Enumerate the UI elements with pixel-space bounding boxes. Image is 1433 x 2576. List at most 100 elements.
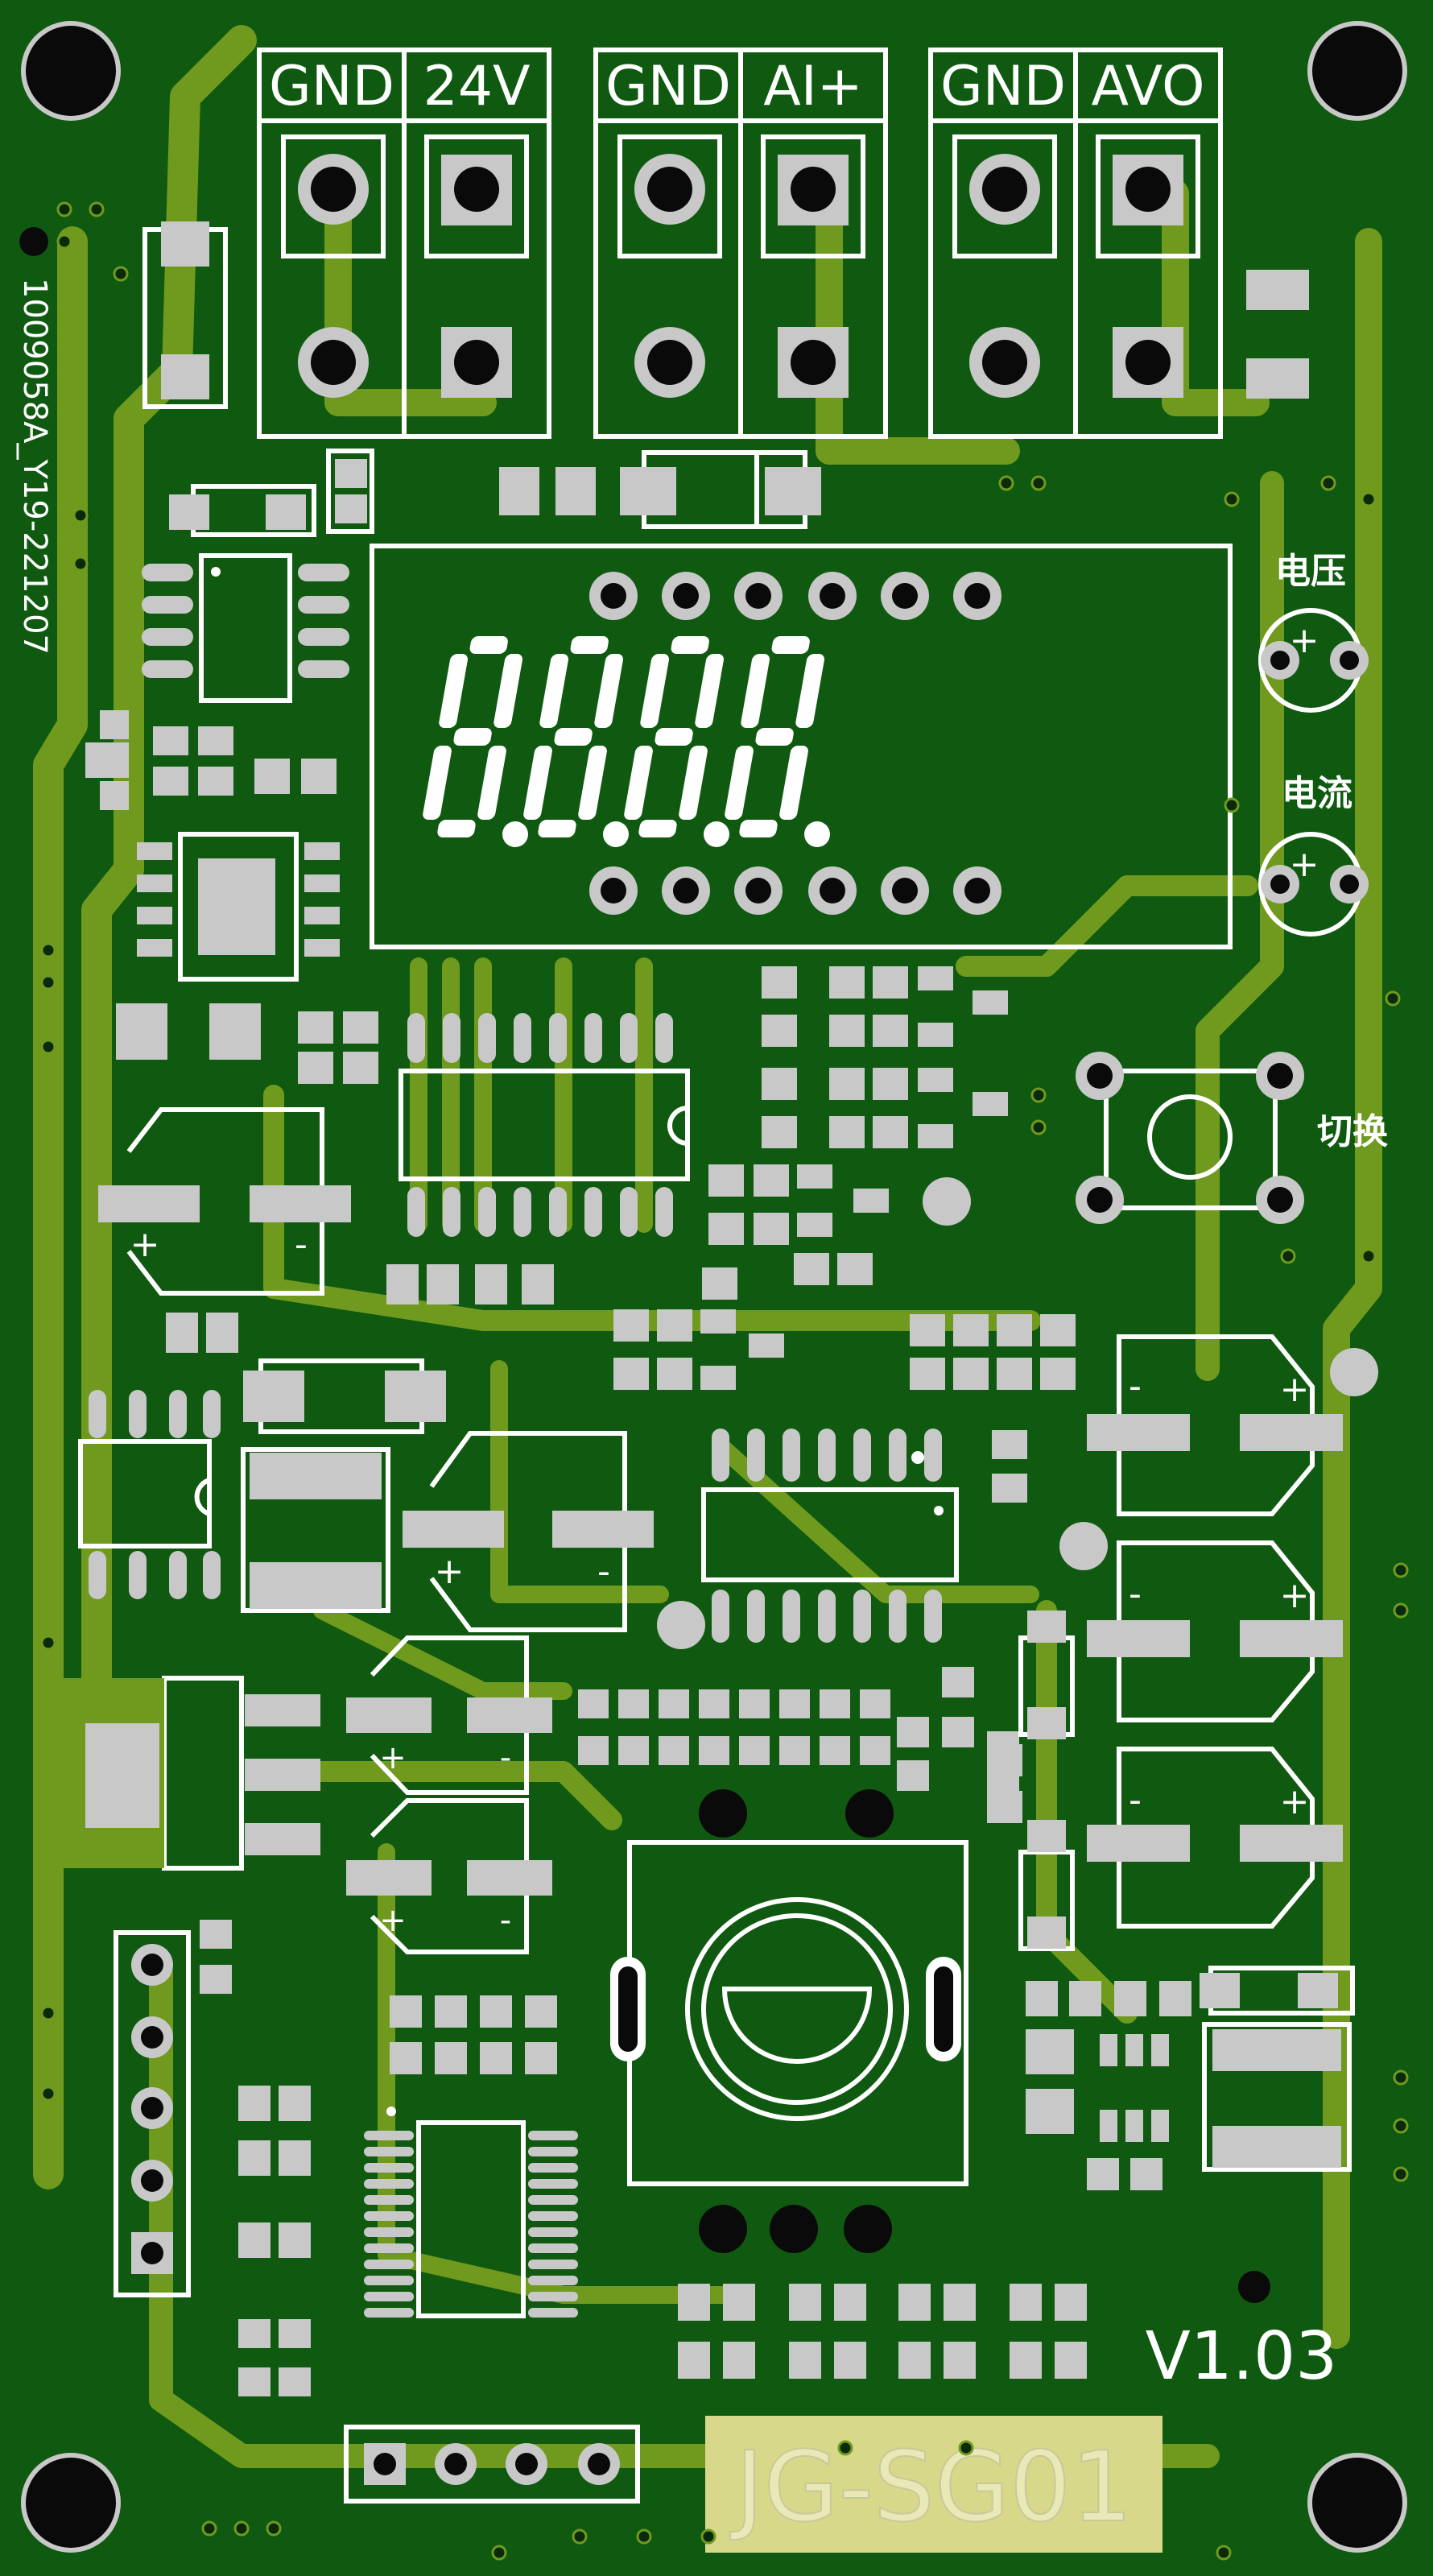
c2-minus: - — [597, 1551, 610, 1592]
ic-pin — [478, 1187, 496, 1237]
digit-segment — [755, 728, 794, 746]
c4-minus: - — [500, 1902, 511, 1939]
via — [40, 942, 56, 958]
via — [1393, 2118, 1409, 2134]
digit-segment — [538, 820, 576, 837]
c7-minus: - — [1129, 1780, 1142, 1821]
ic-pin — [364, 2260, 414, 2269]
ic-pin — [528, 2195, 578, 2205]
via — [1393, 1562, 1409, 1578]
c3-minus: - — [500, 1739, 511, 1776]
resistor-pad — [618, 1689, 649, 1718]
ic-pin — [364, 2147, 414, 2156]
terminal-block-2: GND AI+ — [593, 48, 888, 439]
via — [1216, 2545, 1232, 2561]
c5-plus: + — [1280, 1369, 1310, 1410]
ic-pin — [364, 2308, 414, 2318]
ic-pin — [364, 2131, 414, 2140]
capacitor-c3: + - — [346, 1635, 552, 1795]
digit-segment — [655, 728, 693, 746]
digit-segment — [671, 636, 709, 654]
ic-pin — [364, 2276, 414, 2285]
seven-segment-display — [370, 544, 1233, 949]
terminal-1-right-label: 24V — [423, 55, 530, 118]
via — [1224, 797, 1240, 813]
resistor-pad — [659, 1736, 689, 1765]
model-plate — [705, 2416, 1163, 2553]
ic-pin — [528, 2276, 578, 2285]
ic-pin — [818, 1590, 836, 1643]
ic-pin — [364, 2195, 414, 2205]
display-digits — [423, 636, 830, 847]
ic-pin — [443, 1187, 460, 1237]
via — [40, 2005, 56, 2021]
capacitor-c1: + - — [98, 1107, 351, 1296]
capacitor-c5: - + — [1087, 1334, 1378, 1516]
ic-pin — [620, 1187, 638, 1237]
via — [837, 2440, 853, 2456]
digit-segment — [477, 746, 506, 820]
digit-segment — [679, 746, 708, 820]
ic-pin — [712, 1590, 729, 1643]
capacitor-c6: - + — [1059, 1522, 1343, 1722]
via — [572, 2528, 588, 2545]
via — [1361, 491, 1377, 507]
resistor-pad — [860, 1736, 890, 1765]
ic-pin — [528, 2243, 578, 2253]
mcu-ic — [238, 1995, 578, 2396]
ic-pin — [549, 1013, 567, 1063]
ic-pin — [620, 1013, 638, 1063]
vias — [40, 201, 1409, 2561]
ic-pin — [528, 2292, 578, 2301]
terminal-1-left-label: GND — [269, 55, 394, 118]
ic-pin — [853, 1590, 871, 1643]
ic-pin — [924, 1590, 942, 1643]
resistor-pad — [699, 1736, 729, 1765]
digit-decimal-point — [704, 821, 729, 847]
resistor-pad — [618, 1736, 649, 1765]
center-sop-ic — [657, 1429, 1027, 1649]
ic-pin — [853, 1429, 871, 1482]
via — [1030, 475, 1047, 491]
digit-segment — [624, 746, 653, 820]
via — [201, 2520, 217, 2537]
mounting-holes — [19, 21, 1407, 2553]
part-number: 1009058A_Y19-221207 — [16, 278, 53, 655]
via — [1320, 475, 1336, 491]
via — [1224, 491, 1240, 507]
via — [1361, 1248, 1377, 1264]
digit-segment — [493, 654, 522, 728]
via — [1393, 2069, 1409, 2086]
digit-segment — [570, 636, 609, 654]
via — [1385, 990, 1401, 1007]
ic-pin — [364, 2227, 414, 2237]
digit-decimal-point — [804, 821, 830, 847]
terminal-3-left-label: GND — [940, 55, 1066, 118]
c5-minus: - — [1129, 1366, 1142, 1407]
smd-components-top — [142, 221, 1309, 537]
ic-pin — [528, 2179, 578, 2189]
c3-plus: + — [379, 1739, 407, 1776]
resistor-pad — [779, 1736, 810, 1765]
digit-segment — [594, 654, 623, 728]
ic-pin — [889, 1590, 906, 1643]
via — [113, 266, 129, 282]
terminal-2-left-label: GND — [605, 55, 731, 118]
digit-segment — [771, 636, 810, 654]
terminal-block-1: GND 24V — [257, 48, 551, 439]
via — [1393, 2166, 1409, 2182]
via — [491, 2545, 507, 2561]
rotary-encoder[interactable] — [610, 1789, 968, 2253]
c2-plus: + — [435, 1551, 465, 1592]
c6-plus: + — [1280, 1575, 1310, 1616]
ic-pin — [747, 1590, 765, 1643]
resistor-pad — [820, 1689, 850, 1718]
current-led: 电流 + — [1258, 773, 1369, 937]
digit-segment — [523, 746, 552, 820]
ic-pin — [528, 2147, 578, 2156]
switch-button-label: 切换 — [1317, 1111, 1388, 1152]
resistor-pad — [739, 1689, 770, 1718]
switch-button[interactable]: 切换 — [1076, 1052, 1388, 1224]
left-ic-2 — [137, 832, 340, 982]
